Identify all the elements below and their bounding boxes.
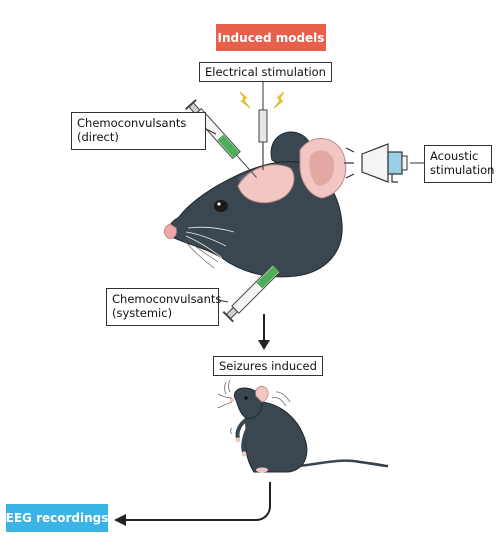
chemo-systemic-line1: Chemoconvulsants	[112, 292, 222, 306]
mouse-head-icon	[164, 131, 347, 278]
chemo-direct-line1: Chemoconvulsants	[77, 116, 187, 130]
chemoconvulsants-direct-label: Chemoconvulsants (direct)	[71, 112, 206, 150]
chemo-direct-line2: (direct)	[77, 130, 119, 144]
seizures-induced-label: Seizures induced	[213, 356, 323, 376]
seizing-mouse-icon	[217, 379, 389, 473]
chemoconvulsants-systemic-label: Chemoconvulsants (systemic)	[106, 288, 222, 326]
arrow-down-icon	[258, 314, 270, 350]
induced-models-header: Induced models	[216, 24, 326, 51]
seizures-induced-text: Seizures induced	[219, 359, 317, 373]
acoustic-stimulation-label: Acoustic stimulation	[424, 145, 495, 183]
lightning-icon	[239, 91, 285, 109]
electrode-icon	[258, 109, 268, 170]
electrical-stimulation-text: Electrical stimulation	[205, 65, 326, 79]
eeg-recordings-label: EEG recordings	[6, 504, 108, 532]
arrow-left-icon	[114, 482, 271, 526]
acoustic-line1: Acoustic	[430, 149, 479, 163]
syringe-icon	[222, 247, 298, 323]
acoustic-line2: stimulation	[430, 163, 495, 177]
electrical-stimulation-label: Electrical stimulation	[199, 62, 332, 82]
megaphone-icon	[344, 143, 408, 183]
chemo-systemic-line2: (systemic)	[112, 306, 173, 320]
